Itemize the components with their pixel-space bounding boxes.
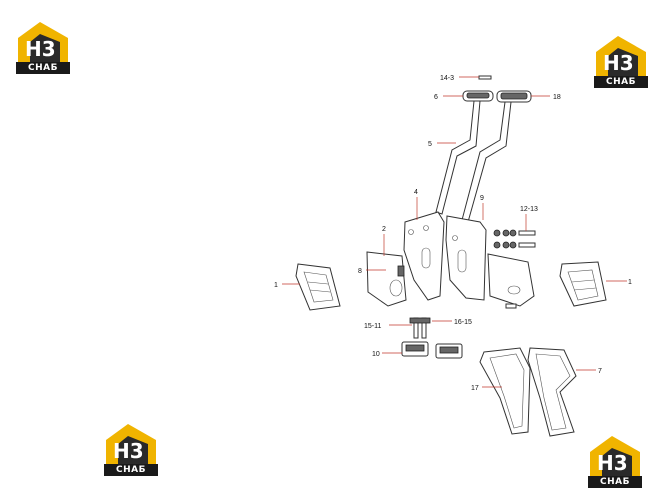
logo-house-icon	[106, 424, 156, 464]
brand-logo: H3 СНАБ	[16, 20, 70, 74]
callout-9: 9	[480, 195, 484, 202]
floor-pad-right	[559, 261, 607, 307]
callout-8: 8	[358, 268, 362, 275]
logo-mark: H3	[597, 451, 628, 475]
logo-mark: H3	[113, 439, 144, 463]
logo-text: СНАБ	[588, 476, 642, 488]
pedal-bracket-left	[403, 211, 445, 301]
pedal-arm	[435, 100, 512, 223]
bolt-part	[478, 75, 492, 80]
logo-house-icon	[18, 22, 68, 62]
logo-text: СНАБ	[104, 464, 158, 476]
logo-house-icon	[596, 36, 646, 76]
callout-10: 10	[372, 351, 380, 358]
logo-text: СНАБ	[16, 62, 70, 74]
callout-5: 5	[428, 141, 432, 148]
callout-14-3: 14-3	[440, 75, 454, 82]
callout-1-right: 1	[628, 279, 632, 286]
callout-16-15: 16-15	[454, 319, 472, 326]
pedal-pad-left-top	[462, 90, 494, 102]
callout-4: 4	[414, 189, 418, 196]
logo-text: СНАБ	[594, 76, 648, 88]
callout-7: 7	[598, 368, 602, 375]
callout-12-13: 12-13	[520, 206, 538, 213]
brand-logo: H3 СНАБ	[594, 34, 648, 88]
floor-pad-left	[295, 263, 341, 311]
mounting-bracket	[366, 251, 407, 307]
logo-mark: H3	[603, 51, 634, 75]
callout-1-left: 1	[274, 282, 278, 289]
floor-mat-7	[527, 347, 577, 437]
pedal-pad-right-top	[496, 90, 532, 103]
callout-15-11: 15-11	[364, 323, 381, 330]
logo-mark: H3	[25, 37, 56, 61]
callout-2: 2	[382, 226, 386, 233]
bolt-set	[493, 229, 536, 249]
callout-17: 17	[471, 385, 479, 392]
brand-logo: H3 СНАБ	[104, 422, 158, 476]
brand-logo: H3 СНАБ	[588, 434, 642, 488]
floor-mat-17	[479, 347, 531, 435]
callout-18: 18	[553, 94, 561, 101]
logo-house-icon	[590, 436, 640, 476]
base-plate	[487, 253, 535, 309]
pedal-bracket-right	[445, 215, 487, 301]
callout-6: 6	[434, 94, 438, 101]
block-part	[401, 317, 463, 359]
